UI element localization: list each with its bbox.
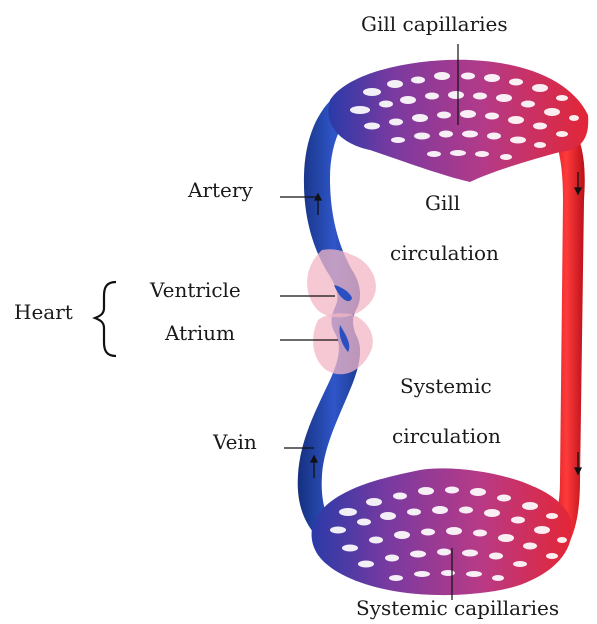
- gill-circulation-label-line1: Gill: [425, 193, 460, 213]
- heart-label: Heart: [14, 302, 73, 322]
- gill-circulation-label-line2: circulation: [390, 243, 499, 263]
- systemic-circulation-label-line1: Systemic: [400, 376, 492, 396]
- vein-label: Vein: [213, 432, 257, 452]
- systemic-capillaries-label: Systemic capillaries: [356, 598, 559, 618]
- artery-label: Artery: [188, 180, 253, 200]
- oxygenated-vessel: [548, 120, 585, 545]
- ventricle-label: Ventricle: [150, 280, 241, 300]
- systemic-capillary-bed: [312, 468, 572, 595]
- heart-outline: [307, 249, 376, 317]
- atrium-label: Atrium: [165, 323, 235, 343]
- heart-brace: [95, 282, 116, 356]
- gill-capillaries-label: Gill capillaries: [361, 14, 508, 34]
- systemic-circulation-label-line2: circulation: [392, 426, 501, 446]
